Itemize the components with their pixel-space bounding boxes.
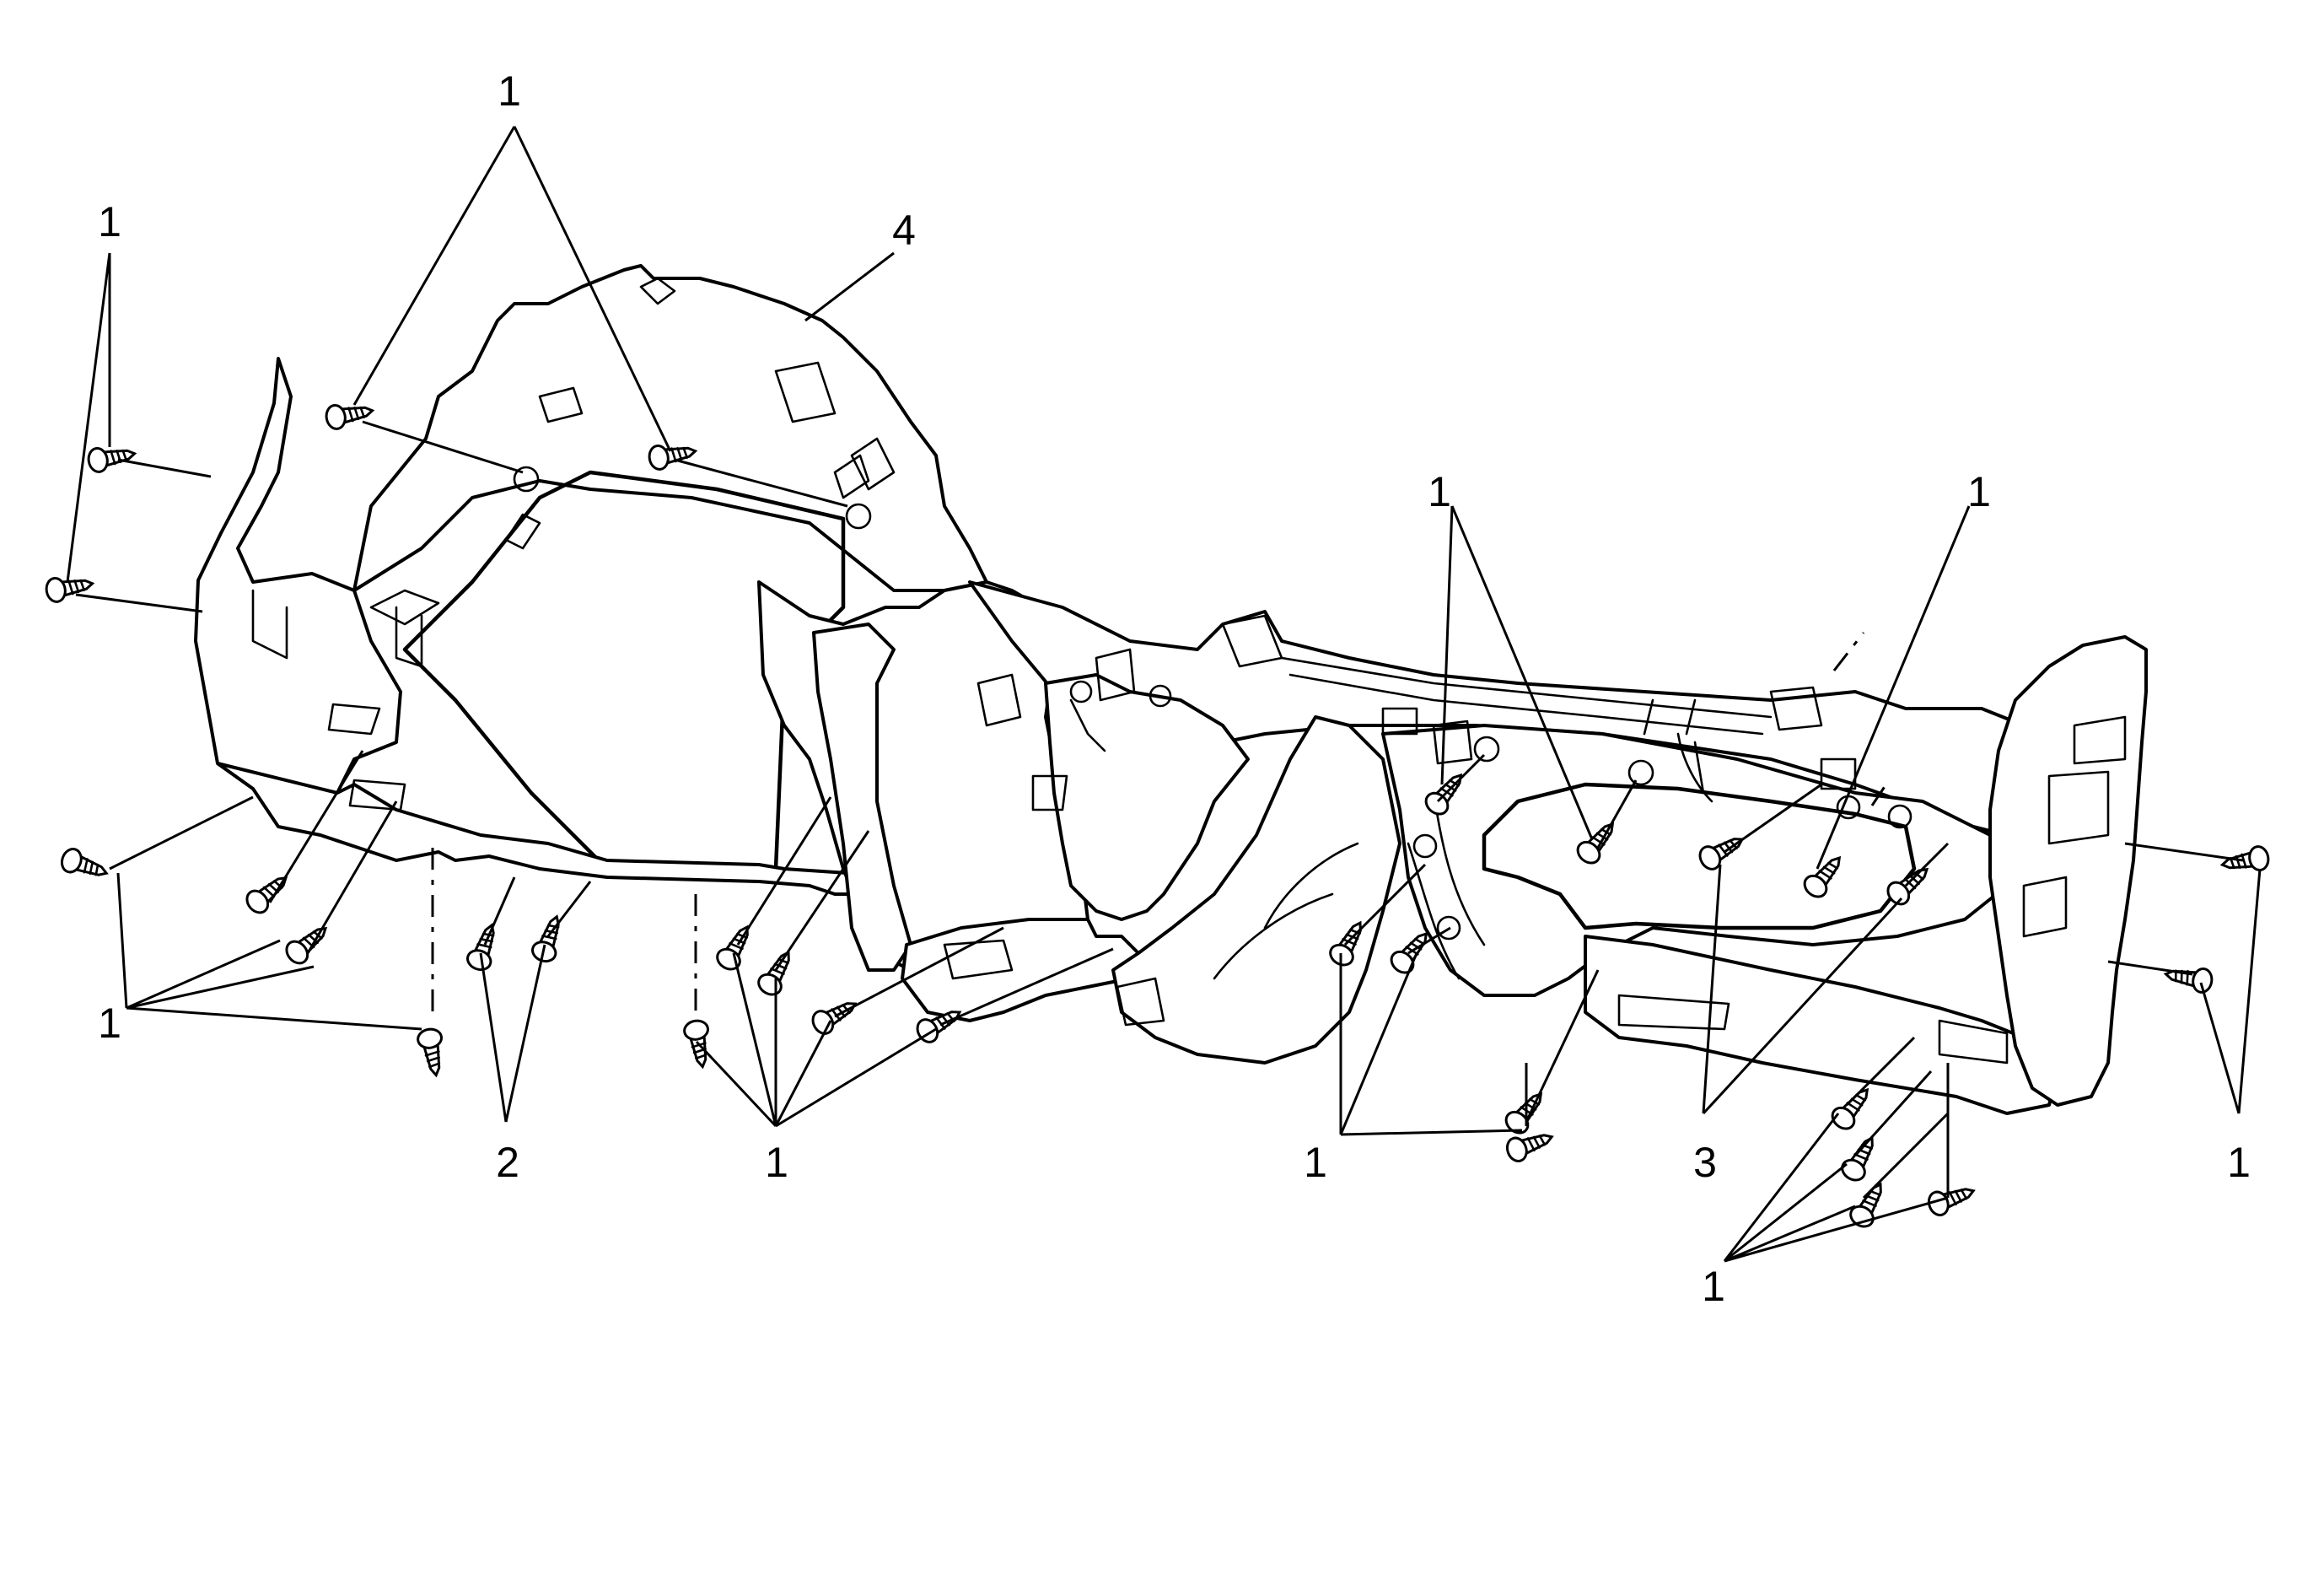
- alignment-lines: [431, 632, 1891, 1021]
- screw-icon: [1504, 1092, 1543, 1135]
- callout-c2: 1: [498, 67, 521, 115]
- callout-c3: 4: [892, 207, 916, 254]
- console-bridge: [1044, 673, 1250, 921]
- screw-icon: [1505, 1134, 1554, 1162]
- callout-c1: 1: [98, 198, 121, 245]
- screw-icon: [2219, 845, 2270, 871]
- screw-icon: [466, 923, 495, 972]
- lower-center-floor-bracket: [901, 918, 1140, 1022]
- callout-c6: 1: [98, 1000, 121, 1047]
- right-end-cap: [1988, 635, 2148, 1107]
- screw-icon: [1886, 867, 1929, 906]
- lower-left-panel: [216, 762, 853, 896]
- instrument-panel-carrier: [194, 264, 2148, 1115]
- callout-c5: 1: [1967, 468, 1991, 515]
- callout-c11: 1: [1702, 1263, 1725, 1310]
- screw-icon: [60, 848, 109, 876]
- callout-c10: 3: [1693, 1139, 1717, 1186]
- screw-icon: [1927, 1188, 1976, 1216]
- callout-c4: 1: [1428, 468, 1451, 515]
- right-center-panel: [1381, 724, 2009, 997]
- screw-icon: [1841, 1135, 1874, 1182]
- screw-icon: [45, 577, 95, 603]
- screw-icon: [1831, 1087, 1869, 1130]
- screw-icon: [1849, 1182, 1882, 1228]
- screw-icon: [245, 876, 288, 914]
- tunnel-shroud: [1111, 715, 1401, 1065]
- left-end-cap: [194, 357, 402, 811]
- screw-icon: [417, 1027, 443, 1078]
- screw-icon: [87, 447, 137, 473]
- screw-icon: [325, 404, 375, 430]
- glove-box-opening: [1482, 782, 1917, 930]
- callout-c8: 1: [765, 1139, 788, 1186]
- screw-icon: [683, 1019, 709, 1070]
- lower-right-floor-bracket: [1584, 935, 2059, 1115]
- screw-icon: [1803, 855, 1842, 898]
- leader-lines: [66, 126, 2262, 1263]
- callout-c12: 1: [2227, 1139, 2251, 1186]
- screw-icon: [285, 926, 328, 965]
- callout-labels: 1 1 4 1 1 1 2 1 1 3 1 1: [98, 67, 2251, 1310]
- carrier-detail-lines: [251, 277, 2127, 1065]
- center-vertical-strut: [812, 623, 912, 972]
- cluster-arch-bracket: [352, 264, 988, 592]
- screw-icon: [2163, 968, 2214, 994]
- callout-c7: 2: [496, 1139, 519, 1186]
- screw-icon: [648, 445, 698, 471]
- callout-c9: 1: [1304, 1139, 1327, 1186]
- screw-icon: [531, 914, 560, 963]
